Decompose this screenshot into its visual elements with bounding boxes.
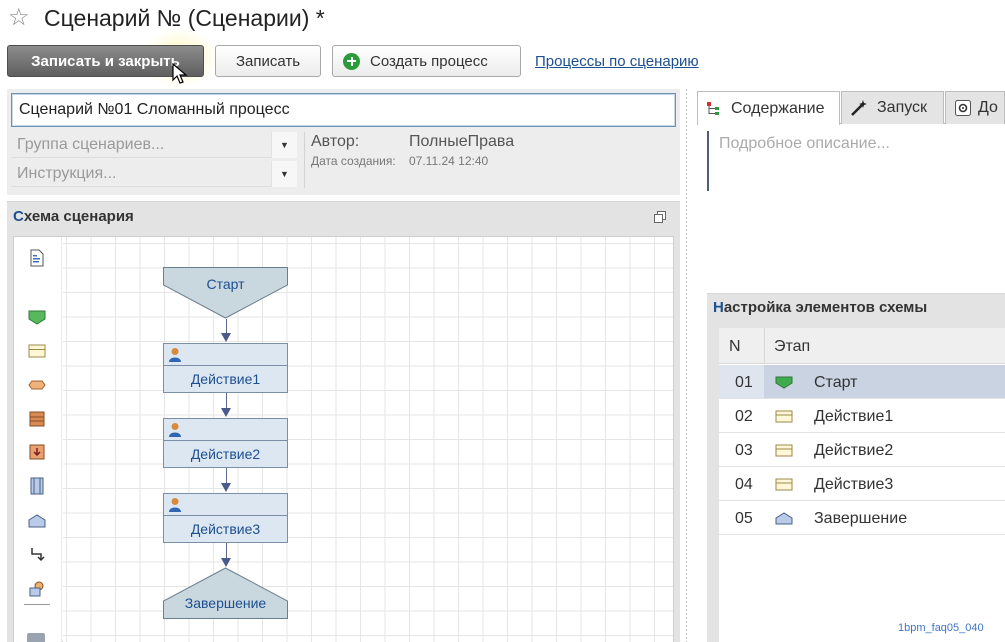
table-row[interactable]: [719, 399, 1005, 433]
palette-start-icon[interactable]: [28, 308, 46, 326]
table-row[interactable]: [719, 501, 1005, 535]
table-row[interactable]: [719, 433, 1005, 467]
palette-import-icon[interactable]: [28, 443, 46, 461]
scheme-grid[interactable]: [63, 237, 673, 642]
flow-node-start[interactable]: [163, 267, 288, 319]
column-header-n[interactable]: N: [729, 338, 741, 355]
element-palette: [14, 237, 62, 642]
row-number: 01: [735, 374, 753, 391]
instruction-field[interactable]: Инструкция... ▼: [11, 161, 297, 187]
flow-arrow: [226, 543, 227, 558]
author-value: ПолныеПрава: [409, 133, 515, 150]
flow-arrow: [226, 319, 227, 334]
row-number: 02: [735, 408, 753, 425]
author-label: Автор:: [311, 133, 360, 150]
settings-gear-icon: [955, 100, 971, 116]
flow-node-action-label: Действие1: [190, 371, 261, 387]
row-stage-name: Действие1: [814, 408, 894, 425]
row-stage-name: Действие2: [814, 442, 894, 459]
palette-process-icon[interactable]: [28, 376, 46, 394]
expand-window-icon[interactable]: [654, 211, 666, 223]
scenario-group-placeholder: Группа сценариев...: [17, 136, 165, 153]
instruction-placeholder: Инструкция...: [17, 165, 117, 182]
user-icon: [169, 348, 181, 362]
flow-arrow-head: [221, 333, 231, 342]
dropdown-arrow-icon[interactable]: ▼: [271, 132, 297, 158]
mouse-cursor-icon: [172, 63, 188, 84]
palette-divider: [24, 604, 50, 605]
flow-node-action[interactable]: Действие1: [163, 343, 288, 393]
start-stage-icon: [775, 376, 793, 389]
tab-launch[interactable]: Запуск: [841, 91, 944, 124]
flow-arrow-head: [221, 483, 231, 492]
create-process-label: Создать процесс: [370, 52, 488, 70]
action-stage-icon: [775, 444, 793, 457]
panel-splitter[interactable]: [686, 89, 687, 642]
palette-database-icon[interactable]: [28, 410, 46, 428]
palette-connector-icon[interactable]: [28, 545, 46, 563]
row-number: 03: [735, 442, 753, 459]
description-textarea[interactable]: Подробное описание...: [707, 131, 1005, 191]
tree-structure-icon: [707, 101, 719, 115]
table-header-separator: [764, 328, 765, 364]
create-process-button[interactable]: Создать процесс: [332, 45, 521, 77]
tab-launch-label: Запуск: [877, 99, 928, 116]
palette-shapes-icon[interactable]: [28, 580, 46, 598]
row-stage-name: Старт: [814, 374, 858, 391]
end-stage-icon: [775, 512, 793, 525]
settings-panel-title: Настройка элементов схемы: [713, 299, 928, 316]
flow-arrow-head: [221, 408, 231, 417]
tab-extra[interactable]: До: [945, 91, 1005, 124]
column-header-stage[interactable]: Этап: [774, 338, 811, 355]
table-header-row: [719, 328, 1005, 364]
action-stage-icon: [775, 410, 793, 423]
date-created-value: 07.11.24 12:40: [409, 154, 489, 168]
flow-arrow: [226, 468, 227, 483]
palette-end-icon[interactable]: [28, 512, 46, 530]
row-stage-name: Действие3: [814, 476, 894, 493]
flow-node-action-label: Действие2: [190, 446, 261, 462]
scheme-panel-title: Схема сценария: [13, 208, 134, 225]
magic-wand-icon: [851, 100, 867, 116]
plus-circle-icon: [343, 52, 360, 70]
flow-node-end-label: Завершение: [184, 595, 267, 611]
user-icon: [169, 498, 181, 512]
favorite-star-icon[interactable]: ☆: [8, 4, 30, 31]
tab-content-label: Содержание: [731, 99, 825, 117]
user-icon: [169, 423, 181, 437]
tab-extra-label: До: [978, 99, 998, 116]
flow-node-end[interactable]: [163, 567, 288, 619]
flow-arrow: [226, 393, 227, 408]
scenario-name-input[interactable]: Сценарий №01 Сломанный процесс: [11, 93, 676, 127]
date-created-label: Дата создания:: [311, 154, 396, 168]
table-row[interactable]: [719, 365, 1005, 399]
scenario-group-field[interactable]: Группа сценариев... ▼: [11, 132, 297, 158]
row-stage-name: Завершение: [814, 510, 908, 527]
palette-more-icon[interactable]: [27, 633, 45, 642]
tab-content[interactable]: Содержание: [697, 91, 840, 125]
selected-row-n-cell: [719, 365, 764, 399]
dropdown-arrow-icon[interactable]: ▼: [271, 161, 297, 187]
page-title: Сценарий № (Сценарии) *: [44, 5, 325, 31]
flow-node-action[interactable]: Действие2: [163, 418, 288, 468]
palette-action-icon[interactable]: [28, 342, 46, 360]
flow-node-action-label: Действие3: [190, 521, 261, 537]
settings-panel-header: [707, 293, 1005, 323]
table-row[interactable]: [719, 467, 1005, 501]
flow-node-action[interactable]: Действие3: [163, 493, 288, 543]
row-number: 04: [735, 476, 753, 493]
flow-node-start-label: Старт: [206, 276, 245, 292]
palette-document-icon[interactable]: [28, 249, 46, 267]
watermark-caption: 1bpm_faq05_040: [898, 622, 984, 634]
palette-subprocess-icon[interactable]: [28, 477, 46, 495]
save-and-close-button[interactable]: Записать и закрыть: [7, 45, 204, 77]
save-button[interactable]: Записать: [215, 45, 321, 77]
row-number: 05: [735, 510, 753, 527]
action-stage-icon: [775, 478, 793, 491]
form-divider: [304, 132, 305, 188]
flow-arrow-head: [221, 558, 231, 567]
scheme-panel-header: [7, 201, 680, 231]
processes-by-scenario-link[interactable]: Процессы по сценарию: [535, 53, 699, 70]
